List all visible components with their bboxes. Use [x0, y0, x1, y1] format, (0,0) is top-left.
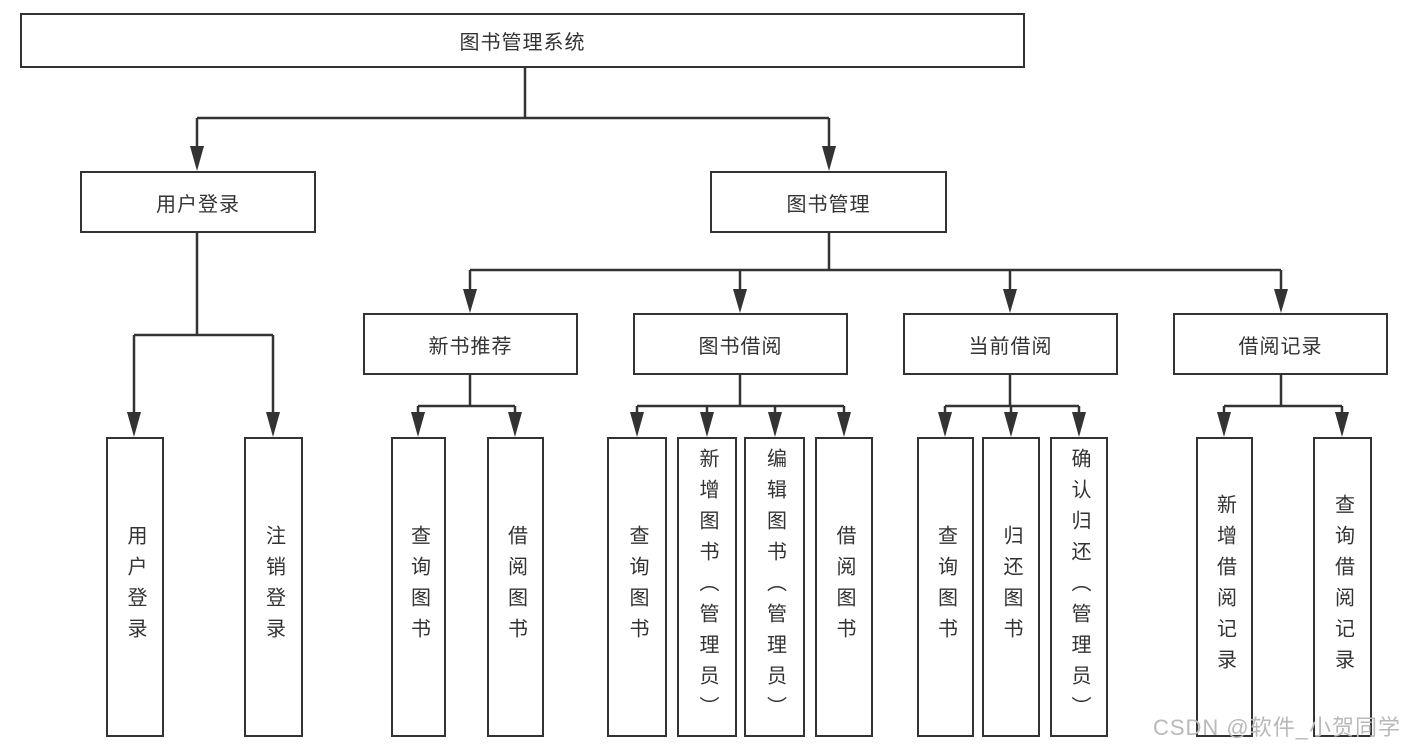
leaf-logout: 注销登录 — [244, 437, 303, 737]
leaf-label: 新增图书（管理员） — [696, 447, 718, 727]
leaf-borrow-books: 借阅图书 — [815, 437, 873, 737]
node-label: 图书管理 — [786, 193, 871, 216]
leaf-edit-books-admin: 编辑图书（管理员） — [744, 437, 805, 737]
node-label: 用户登录 — [156, 193, 240, 216]
node-user-login: 用户登录 — [80, 171, 316, 233]
leaf-query-books-recommend: 查询图书 — [391, 437, 446, 737]
node-new-book-recommendation: 新书推荐 — [363, 313, 578, 375]
leaf-label: 查询借阅记录 — [1331, 494, 1354, 680]
leaf-query-borrowing-record: 查询借阅记录 — [1313, 437, 1372, 737]
node-label: 当前借阅 — [968, 335, 1053, 358]
leaf-label: 注销登录 — [262, 525, 285, 649]
leaf-add-books-admin: 新增图书（管理员） — [677, 437, 737, 737]
leaf-label: 确认归还（管理员） — [1068, 447, 1090, 727]
node-label: 新书推荐 — [428, 335, 513, 358]
leaf-label: 编辑图书（管理员） — [763, 447, 786, 727]
leaf-label: 查询图书 — [934, 525, 957, 649]
node-library-management-system: 图书管理系统 — [20, 13, 1025, 68]
node-borrowing-records: 借阅记录 — [1173, 313, 1388, 375]
node-book-management: 图书管理 — [710, 171, 947, 233]
leaf-label: 归还图书 — [1000, 525, 1022, 649]
csdn-watermark: CSDN @软件_小贺同学 — [1152, 715, 1401, 740]
leaf-label: 查询图书 — [407, 525, 430, 649]
leaf-user-login: 用户登录 — [106, 437, 164, 737]
leaf-return-books: 归还图书 — [982, 437, 1040, 737]
node-current-borrowing: 当前借阅 — [903, 313, 1118, 375]
leaf-confirm-return-admin: 确认归还（管理员） — [1050, 437, 1108, 737]
leaf-label: 用户登录 — [124, 525, 146, 649]
leaf-label: 借阅图书 — [833, 525, 855, 649]
node-book-borrowing: 图书借阅 — [633, 313, 848, 375]
leaf-query-books-current: 查询图书 — [917, 437, 974, 737]
leaf-label: 新增借阅记录 — [1213, 494, 1236, 680]
leaf-borrow-books-recommend: 借阅图书 — [487, 437, 544, 737]
leaf-query-books-borrowing: 查询图书 — [607, 437, 667, 737]
leaf-label: 借阅图书 — [504, 525, 527, 649]
node-label: 借阅记录 — [1238, 335, 1323, 358]
leaf-add-borrowing-record: 新增借阅记录 — [1196, 437, 1253, 737]
leaf-label: 查询图书 — [626, 525, 648, 649]
node-label: 图书借阅 — [698, 335, 783, 358]
node-label: 图书管理系统 — [459, 32, 586, 54]
